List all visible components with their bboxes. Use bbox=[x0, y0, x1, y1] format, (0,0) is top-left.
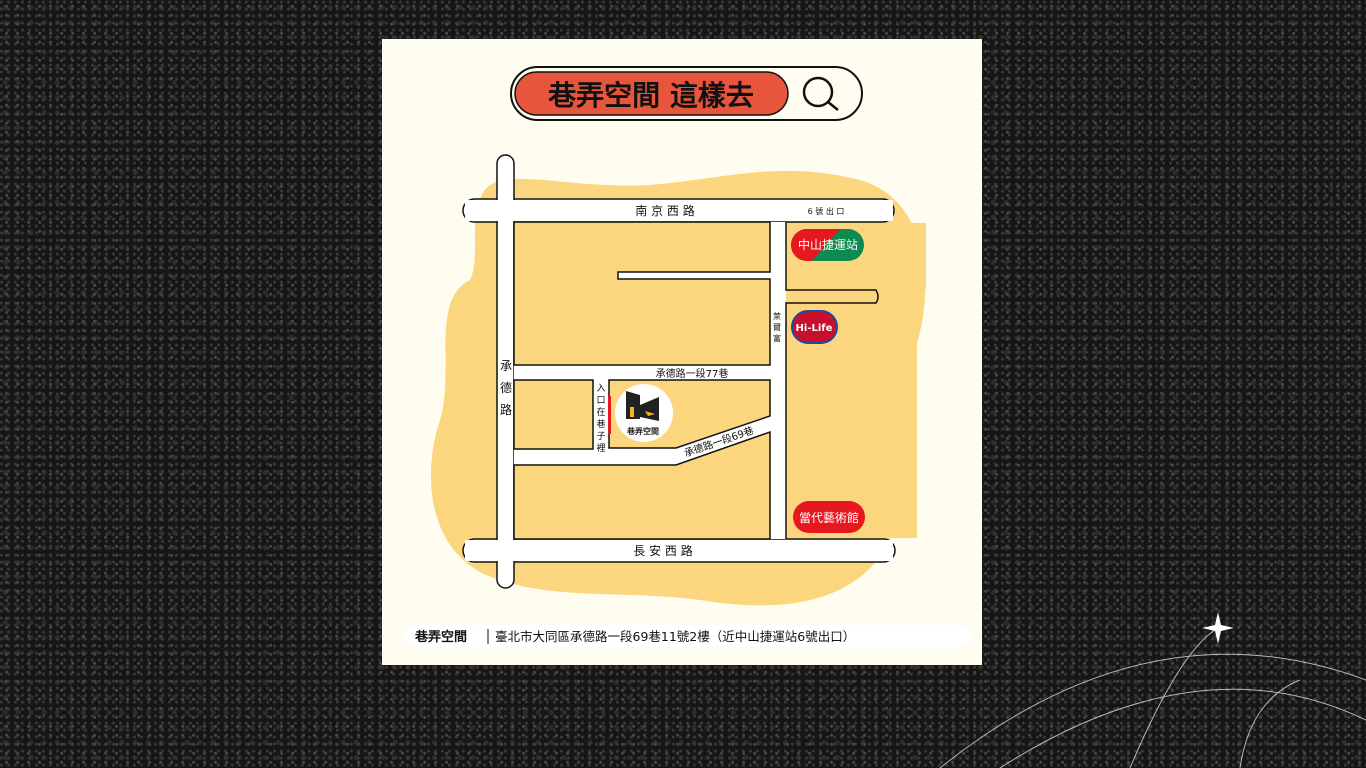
svg-text:裡: 裡 bbox=[596, 442, 605, 454]
label-chengde: 承 德 路 bbox=[500, 359, 512, 417]
svg-text:入: 入 bbox=[596, 383, 605, 394]
svg-text:口: 口 bbox=[596, 396, 605, 406]
footer-name: 巷弄空間 bbox=[414, 629, 467, 645]
label-nanjing: 南 京 西 路 bbox=[635, 203, 694, 218]
venue-logo: 巷弄空間 bbox=[615, 384, 673, 442]
footer-address: 臺北市大同區承德路一段69巷11號2樓（近中山捷運站6號出口） bbox=[495, 629, 855, 644]
svg-text:在: 在 bbox=[596, 406, 605, 418]
label-exit-6: 6 號 出 口 bbox=[808, 206, 845, 216]
block-north bbox=[513, 221, 771, 366]
landmark-mrt-zhongshan bbox=[791, 229, 864, 261]
svg-text:爾: 爾 bbox=[773, 323, 781, 332]
landmark-moca: 當代藝術館 bbox=[793, 501, 865, 533]
page-title: 巷弄空間 這樣去 bbox=[547, 79, 754, 112]
entrance-marker bbox=[608, 396, 611, 434]
block-south bbox=[513, 430, 771, 540]
label-lane77: 承德路一段77巷 bbox=[656, 367, 729, 380]
block-west bbox=[513, 379, 594, 450]
svg-text:巷弄空間: 巷弄空間 bbox=[626, 426, 659, 436]
svg-text:路: 路 bbox=[500, 402, 512, 417]
svg-text:富: 富 bbox=[773, 333, 781, 343]
svg-text:萊: 萊 bbox=[773, 311, 781, 321]
svg-text:子: 子 bbox=[596, 431, 605, 442]
label-changan: 長 安 西 路 bbox=[633, 543, 692, 558]
address-footer: 巷弄空間 臺北市大同區承德路一段69巷11號2樓（近中山捷運站6號出口） bbox=[405, 625, 970, 647]
svg-text:巷: 巷 bbox=[596, 419, 605, 430]
label-hilife-vertical: 萊 爾 富 bbox=[773, 311, 781, 343]
svg-text:德: 德 bbox=[500, 380, 512, 395]
svg-text:當代藝術館: 當代藝術館 bbox=[799, 510, 859, 525]
mrt-label: 中山捷運站 bbox=[798, 237, 858, 252]
svg-text:承: 承 bbox=[500, 359, 512, 373]
svg-text:Hi-Life: Hi-Life bbox=[796, 323, 833, 334]
map-panel: 南 京 西 路 6 號 出 口 長 安 西 路 承德路一段77巷 承德路一段69… bbox=[382, 39, 982, 665]
title-search-bar: 巷弄空間 這樣去 bbox=[510, 66, 863, 121]
sparkle-icon bbox=[1202, 612, 1234, 644]
landmark-hilife: Hi-Life bbox=[791, 310, 838, 344]
road-hilife-alley bbox=[785, 222, 879, 539]
label-entrance: 入 口 在 巷 子 裡 bbox=[596, 383, 605, 454]
search-icon bbox=[802, 76, 839, 111]
